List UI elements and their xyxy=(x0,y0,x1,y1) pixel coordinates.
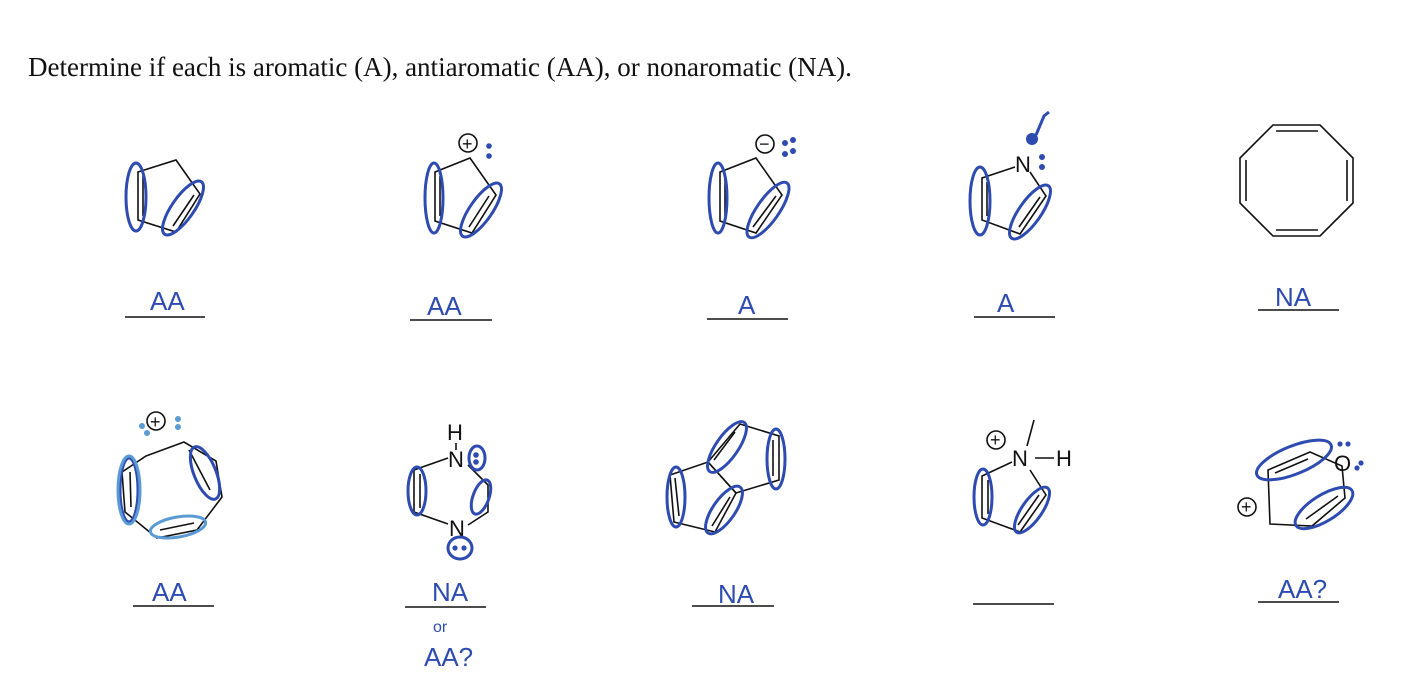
molecule-7-annotations xyxy=(406,444,493,561)
molecule-1-structure xyxy=(137,159,201,233)
molecule-9-heteroatom: N xyxy=(1012,446,1028,471)
molecule-2-charge: + xyxy=(462,134,473,154)
molecule-10: O + AA? xyxy=(1237,438,1364,604)
answer-8: NA xyxy=(718,579,755,609)
molecule-5: NA xyxy=(1239,124,1354,312)
answer-3: A xyxy=(738,290,756,320)
molecule-10-heteroatom: O xyxy=(1334,451,1351,476)
molecule-7-n-bottom: N xyxy=(449,516,465,541)
molecule-10-charge: + xyxy=(1241,497,1252,517)
answer-2: AA xyxy=(427,291,462,321)
molecule-3-structure: − xyxy=(719,134,783,234)
answer-4: A xyxy=(997,288,1015,318)
molecule-6-annotations xyxy=(116,416,222,540)
molecule-8-structure xyxy=(669,423,780,533)
molecule-9-charge: + xyxy=(990,430,1001,450)
answer-1: AA xyxy=(150,286,185,316)
answer-7: NA xyxy=(432,577,469,607)
answer-7-note-aa: AA? xyxy=(424,642,473,672)
molecule-7-n-top: N xyxy=(448,447,464,472)
molecule-4-heteroatom: N xyxy=(1015,152,1031,177)
molecule-1-annotations xyxy=(124,161,205,237)
question-prompt: Determine if each is aromatic (A), antia… xyxy=(28,52,852,82)
molecule-9-structure: N H + xyxy=(981,419,1072,533)
molecule-1: AA xyxy=(124,159,205,318)
molecule-10-structure: O + xyxy=(1237,451,1351,527)
molecule-4-annotations xyxy=(968,110,1052,241)
molecule-6-charge: + xyxy=(150,412,161,432)
molecule-6: + AA xyxy=(116,411,223,607)
molecule-3-charge: − xyxy=(759,134,770,154)
answer-10: AA? xyxy=(1278,574,1327,604)
molecule-5-structure xyxy=(1239,124,1354,237)
molecule-7-structure: H N N xyxy=(413,420,489,541)
molecule-8-annotations xyxy=(665,420,787,536)
answer-5: NA xyxy=(1275,282,1312,312)
answer-7-note-or: or xyxy=(433,619,448,636)
molecule-2-structure: + xyxy=(434,133,497,234)
molecule-2-annotations xyxy=(423,143,503,239)
answer-6: AA xyxy=(152,577,187,607)
molecule-10-annotations xyxy=(1255,438,1364,531)
molecule-3-annotations xyxy=(707,137,796,240)
molecule-4: N A xyxy=(968,110,1055,318)
molecule-7: H N N NA or AA? xyxy=(405,420,493,672)
molecule-8: NA xyxy=(665,420,787,609)
molecule-2: + AA xyxy=(410,133,503,321)
molecule-3: − A xyxy=(707,134,796,320)
molecule-7-h: H xyxy=(447,420,463,445)
molecule-9-annotations xyxy=(972,467,1052,535)
molecule-9-substituent: H xyxy=(1056,446,1072,471)
molecule-9: N H + xyxy=(972,419,1072,605)
